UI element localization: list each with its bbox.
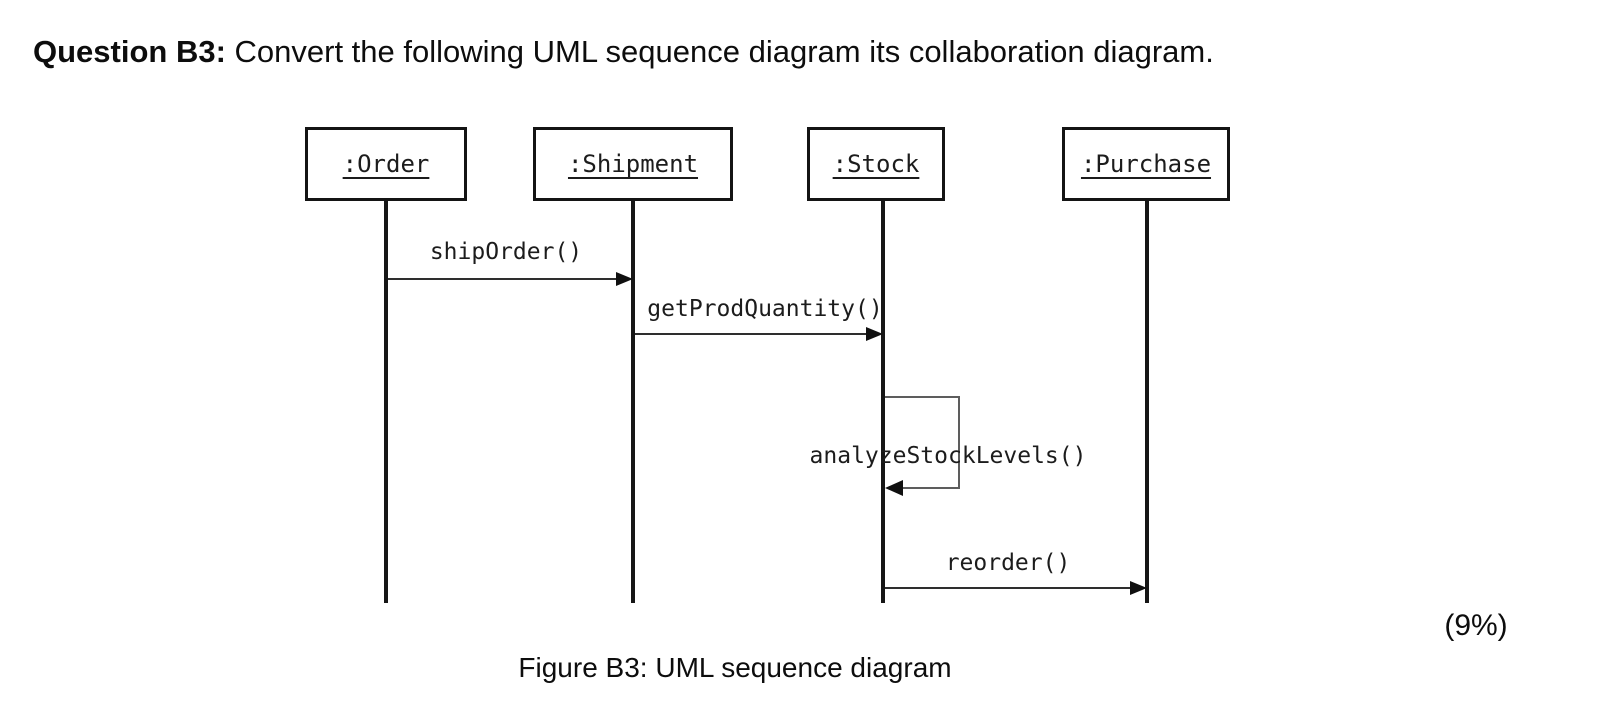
actor-box-purchase: :Purchase bbox=[1062, 127, 1230, 201]
actor-name-stock: :Stock bbox=[832, 150, 920, 178]
arrowhead-icon bbox=[885, 480, 903, 496]
message-label-shiporder: shipOrder() bbox=[429, 239, 583, 265]
message-label-analyzestocklevels: analyzeStockLevels() bbox=[809, 443, 1087, 469]
actor-box-stock: :Stock bbox=[807, 127, 945, 201]
lifeline-shipment bbox=[631, 200, 635, 603]
message-label-reorder: reorder() bbox=[945, 550, 1071, 576]
actor-name-shipment: :Shipment bbox=[567, 150, 699, 178]
self-loop-bottom-line bbox=[902, 487, 960, 489]
lifeline-stock bbox=[881, 200, 885, 603]
question-title: Question B3: Convert the following UML s… bbox=[33, 33, 1214, 71]
arrowhead-icon bbox=[616, 272, 633, 286]
message-line-reorder bbox=[885, 587, 1130, 589]
message-label-getprodquantity: getProdQuantity() bbox=[647, 296, 883, 322]
lifeline-order bbox=[384, 200, 388, 603]
arrowhead-icon bbox=[866, 327, 883, 341]
message-line-shiporder bbox=[388, 278, 618, 280]
arrowhead-icon bbox=[1130, 581, 1147, 595]
self-loop-top-line bbox=[885, 396, 960, 398]
marks-label: (9%) bbox=[1444, 609, 1508, 642]
actor-box-order: :Order bbox=[305, 127, 467, 201]
actor-box-shipment: :Shipment bbox=[533, 127, 733, 201]
actor-name-order: :Order bbox=[342, 150, 430, 178]
lifeline-purchase bbox=[1145, 200, 1149, 603]
question-text: Convert the following UML sequence diagr… bbox=[225, 34, 1214, 69]
figure-caption: Figure B3: UML sequence diagram bbox=[518, 652, 952, 683]
actor-name-purchase: :Purchase bbox=[1080, 150, 1212, 178]
question-number-label: Question B3: bbox=[33, 34, 226, 69]
self-loop-right-line bbox=[958, 396, 960, 489]
message-line-getprodquantity bbox=[635, 333, 866, 335]
